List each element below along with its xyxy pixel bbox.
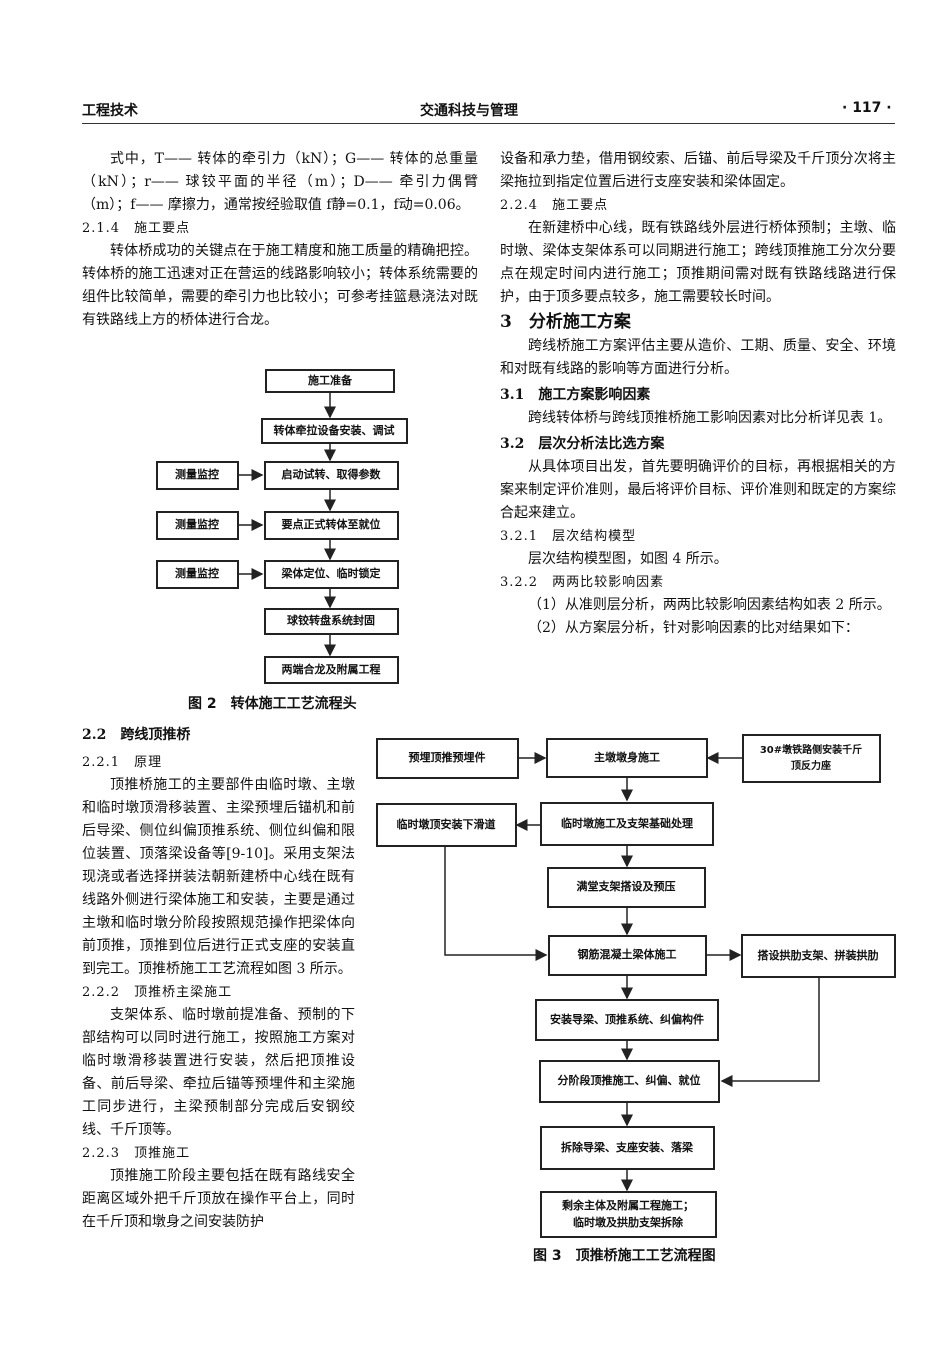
fig2-step-3: 启动试转、取得参数 bbox=[264, 461, 399, 490]
heading-2-2-3: 2.2.3 顶推施工 bbox=[82, 1146, 191, 1161]
heading-3-1: 3.1 施工方案影响因素 bbox=[500, 387, 651, 403]
svg-text:临时墩及拱肋支架拆除: 临时墩及拱肋支架拆除 bbox=[573, 1215, 684, 1229]
paragraph: （1）从准则层分析，两两比较影响因素结构如表 2 所示。 bbox=[528, 597, 891, 613]
svg-text:安装导梁、顶推系统、纠偏构件: 安装导梁、顶推系统、纠偏构件 bbox=[550, 1012, 704, 1026]
fig2-step-1: 施工准备 bbox=[265, 369, 395, 393]
fig2-step-7: 两端合龙及附属工程 bbox=[264, 656, 399, 684]
svg-text:临时墩顶安装下滑道: 临时墩顶安装下滑道 bbox=[397, 817, 496, 831]
figure-2-caption: 图 2 转体施工工艺流程头 bbox=[188, 696, 357, 712]
heading-3-2-2: 3.2.2 两两比较影响因素 bbox=[500, 575, 665, 590]
page-number: · 117 · bbox=[842, 100, 892, 116]
svg-text:转体牵拉设备安装、调试: 转体牵拉设备安装、调试 bbox=[274, 423, 395, 437]
heading-3-2-1: 3.2.1 层次结构模型 bbox=[500, 529, 637, 544]
paragraph: 跨线转体桥与跨线顶推桥施工影响因素对比分析详见表 1。 bbox=[528, 410, 892, 426]
fig2-step-4: 要点正式转体至就位 bbox=[264, 511, 399, 540]
paragraph: 在新建桥中心线，既有铁路线外层进行桥体预制；主墩、临时墩、梁体支架体系可以同期进… bbox=[500, 220, 896, 305]
svg-text:要点正式转体至就位: 要点正式转体至就位 bbox=[282, 517, 381, 531]
running-header-left: 工程技术 bbox=[82, 103, 138, 119]
fig3-preembed: 预埋顶推预埋件 bbox=[376, 738, 519, 779]
svg-text:钢筋混凝土梁体施工: 钢筋混凝土梁体施工 bbox=[578, 947, 677, 961]
svg-text:主墩墩身施工: 主墩墩身施工 bbox=[594, 750, 660, 764]
paragraph: 转体桥成功的关键点在于施工精度和施工质量的精确把控。转体桥的施工迅速对正在营运的… bbox=[82, 243, 478, 328]
header-rule bbox=[82, 123, 895, 124]
fig2-monitor-3: 测量监控 bbox=[156, 560, 239, 589]
svg-text:测量监控: 测量监控 bbox=[175, 517, 219, 531]
heading-3-2: 3.2 层次分析法比选方案 bbox=[500, 436, 665, 452]
svg-text:预埋顶推预埋件: 预埋顶推预埋件 bbox=[409, 750, 486, 764]
svg-text:梁体定位、临时锁定: 梁体定位、临时锁定 bbox=[281, 566, 381, 580]
fig3-slide: 临时墩顶安装下滑道 bbox=[376, 803, 517, 847]
left-column-top: 式中，T—— 转体的牵引力（kN）；G—— 转体的总重量（kN）；r—— 球铰平… bbox=[82, 148, 478, 332]
fig3-rcbeam: 钢筋混凝土梁体施工 bbox=[548, 935, 707, 976]
paragraph: 支架体系、临时墩前提准备、预制的下部结构可以同时进行施工，按照施工方案对临时墩滑… bbox=[82, 1007, 355, 1138]
svg-text:两端合龙及附属工程: 两端合龙及附属工程 bbox=[282, 662, 381, 676]
heading-3: 3 分析施工方案 bbox=[500, 312, 631, 332]
fig2-step-2: 转体牵拉设备安装、调试 bbox=[261, 418, 408, 444]
heading-2-2: 2.2 跨线顶推桥 bbox=[82, 727, 191, 743]
running-header-center: 交通科技与管理 bbox=[420, 103, 518, 119]
svg-text:施工准备: 施工准备 bbox=[308, 373, 353, 387]
svg-text:球铰转盘系统封固: 球铰转盘系统封固 bbox=[287, 613, 375, 627]
svg-text:分阶段顶推施工、纠偏、就位: 分阶段顶推施工、纠偏、就位 bbox=[558, 1073, 701, 1087]
svg-text:临时墩施工及支架基础处理: 临时墩施工及支架基础处理 bbox=[561, 816, 693, 830]
fig3-support: 满堂支架搭设及预压 bbox=[547, 867, 706, 908]
paragraph: （2）从方案层分析，针对影响因素的比对结果如下： bbox=[528, 620, 859, 636]
fig3-jack30: 30#墩铁路侧安装千斤顶反力座 bbox=[742, 734, 881, 783]
svg-text:启动试转、取得参数: 启动试转、取得参数 bbox=[282, 467, 382, 481]
heading-2-2-4: 2.2.4 施工要点 bbox=[500, 198, 609, 213]
fig2-step-6: 球铰转盘系统封固 bbox=[264, 608, 399, 635]
fig2-step-5: 梁体定位、临时锁定 bbox=[264, 560, 399, 589]
svg-text:满堂支架搭设及预压: 满堂支架搭设及预压 bbox=[577, 879, 676, 893]
svg-text:剩余主体及附属工程施工；: 剩余主体及附属工程施工； bbox=[562, 1198, 694, 1212]
left-column-bottom: 2.2 跨线顶推桥 2.2.1 原理 顶推桥施工的主要部件由临时墩、主墩和临时墩… bbox=[82, 724, 355, 1234]
figure-3-caption: 图 3 顶推桥施工工艺流程图 bbox=[533, 1248, 716, 1264]
svg-text:30#墩铁路侧安装千斤顶反力座: 30#墩铁路侧安装千斤顶反力座 bbox=[760, 743, 862, 772]
right-column: 设备和承力垫，借用钢绞索、后锚、前后导梁及千斤顶分次将主梁拖拉到指定位置后进行支… bbox=[500, 148, 896, 640]
paragraph: 跨线桥施工方案评估主要从造价、工期、质量、安全、环境和对既有线路的影响等方面进行… bbox=[500, 338, 896, 377]
paragraph: 层次结构模型图，如图 4 所示。 bbox=[528, 551, 728, 567]
fig2-monitor-1: 测量监控 bbox=[156, 461, 239, 490]
fig3-push: 分阶段顶推施工、纠偏、就位 bbox=[539, 1060, 720, 1103]
paragraph: 顶推桥施工的主要部件由临时墩、主墩和临时墩顶滑移装置、主梁预埋后锚机和前后导梁、… bbox=[82, 777, 355, 977]
fig3-remove: 拆除导梁、支座安装、落梁 bbox=[540, 1126, 715, 1170]
fig3-mainpier: 主墩墩身施工 bbox=[546, 738, 708, 778]
paragraph: 从具体项目出发，首先要明确评价的目标，再根据相关的方案来制定评价准则，最后将评价… bbox=[500, 459, 896, 521]
heading-2-2-2: 2.2.2 顶推桥主梁施工 bbox=[82, 985, 233, 1000]
svg-text:测量监控: 测量监控 bbox=[175, 467, 219, 481]
paragraph: 顶推施工阶段主要包括在既有路线安全距离区域外把千斤顶放在操作平台上，同时在千斤顶… bbox=[82, 1168, 355, 1230]
heading-2-1-4: 2.1.4 施工要点 bbox=[82, 221, 191, 236]
fig3-temppier: 临时墩施工及支架基础处理 bbox=[540, 802, 714, 846]
heading-2-2-1: 2.2.1 原理 bbox=[82, 755, 163, 770]
svg-text:搭设拱肋支架、拼装拱肋: 搭设拱肋支架、拼装拱肋 bbox=[758, 948, 879, 962]
svg-text:测量监控: 测量监控 bbox=[175, 566, 219, 580]
fig3-guide: 安装导梁、顶推系统、纠偏构件 bbox=[535, 999, 719, 1041]
svg-text:拆除导梁、支座安装、落梁: 拆除导梁、支座安装、落梁 bbox=[561, 1140, 694, 1154]
fig3-arch: 搭设拱肋支架、拼装拱肋 bbox=[741, 934, 896, 978]
fig3-final: 剩余主体及附属工程施工； 临时墩及拱肋支架拆除 bbox=[540, 1191, 717, 1238]
formula-legend: 式中，T—— 转体的牵引力（kN）；G—— 转体的总重量（kN）；r—— 球铰平… bbox=[82, 151, 478, 213]
paragraph: 设备和承力垫，借用钢绞索、后锚、前后导梁及千斤顶分次将主梁拖拉到指定位置后进行支… bbox=[500, 151, 896, 190]
fig2-monitor-2: 测量监控 bbox=[156, 511, 239, 540]
